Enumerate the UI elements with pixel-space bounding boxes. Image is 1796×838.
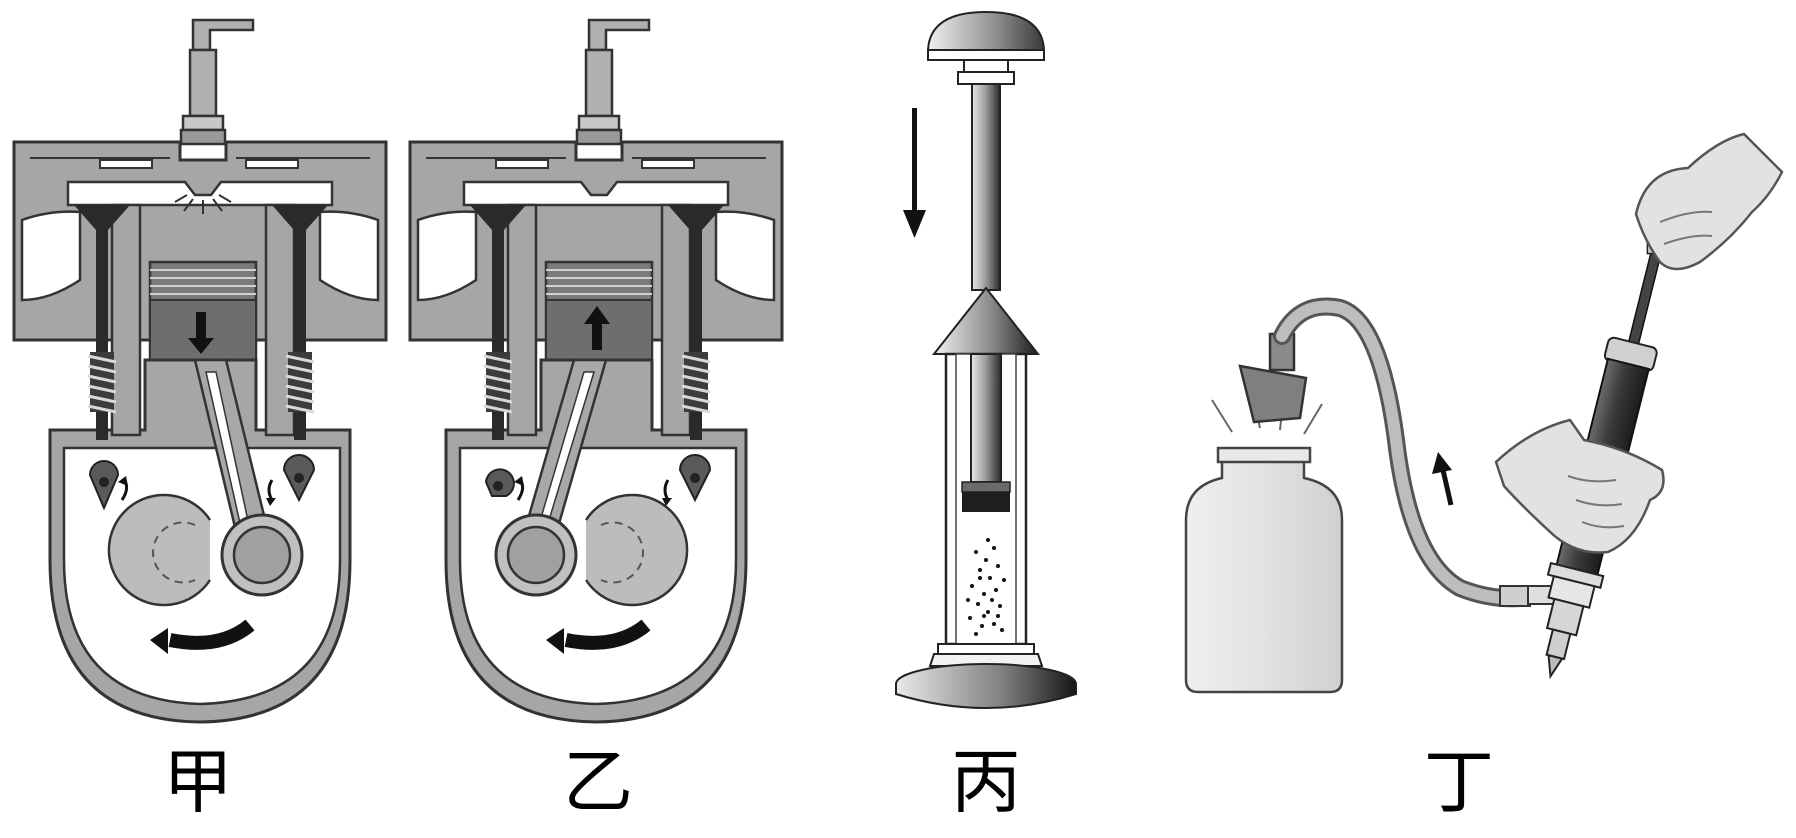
engine-jia — [12, 18, 388, 724]
fire-syringe-apparatus — [895, 10, 1077, 709]
panel-label-jia: 甲 — [163, 741, 233, 823]
panel-label-yi: 乙 — [563, 741, 633, 823]
panel-label-bing: 丙 — [951, 741, 1021, 823]
bottle-pump-apparatus — [1184, 132, 1784, 694]
engine-yi — [408, 18, 784, 724]
cotton-particles — [966, 538, 1006, 636]
panel-label-ding: 丁 — [1424, 741, 1494, 823]
